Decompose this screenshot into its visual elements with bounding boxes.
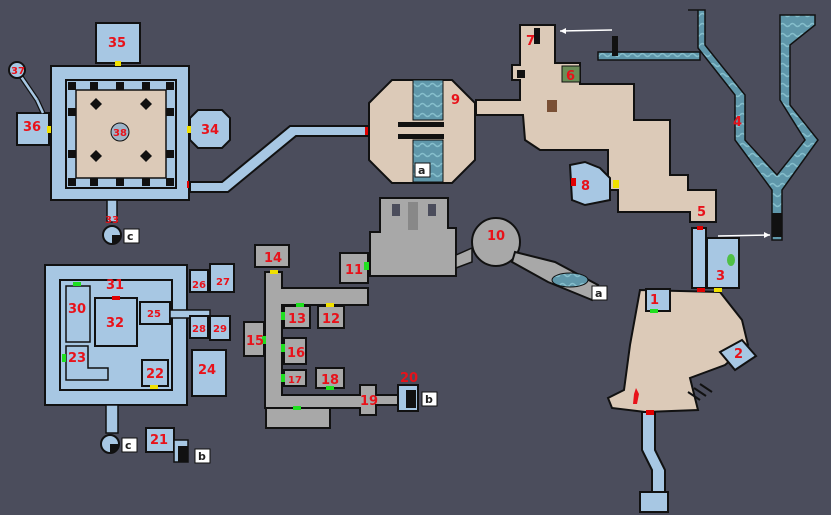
room-37-label: 37 bbox=[11, 66, 25, 77]
room-14-label: 14 bbox=[264, 251, 282, 266]
marker-a-east: a bbox=[595, 287, 602, 300]
room-19-label: 19 bbox=[360, 394, 378, 409]
room-16-label: 16 bbox=[287, 346, 305, 361]
south-west-temple bbox=[44, 263, 235, 463]
room-22-label: 22 bbox=[146, 367, 164, 382]
room-15-label: 15 bbox=[246, 334, 264, 349]
room-1-label: 1 bbox=[650, 293, 659, 308]
room-32-label: 32 bbox=[106, 316, 124, 331]
room-17-label: 17 bbox=[288, 375, 302, 386]
connector-markers: a a b b c c bbox=[121, 162, 608, 464]
gray-complex bbox=[243, 197, 600, 429]
room-35-label: 35 bbox=[108, 36, 126, 51]
marker-a-north: a bbox=[418, 164, 425, 177]
marker-b-west: b bbox=[198, 450, 206, 463]
marker-c-north: c bbox=[127, 230, 134, 243]
room-30-label: 30 bbox=[68, 302, 86, 317]
room-6-label: 6 bbox=[566, 69, 575, 84]
room-labels: 1 2 3 4 5 6 7 8 9 10 11 12 13 14 15 16 1… bbox=[11, 34, 743, 448]
room-10-label: 10 bbox=[487, 229, 505, 244]
room-34-label: 34 bbox=[201, 123, 219, 138]
room-18-label: 18 bbox=[321, 373, 339, 388]
north-cave bbox=[368, 24, 717, 223]
room-36-label: 36 bbox=[23, 120, 41, 135]
water-channels bbox=[597, 9, 819, 241]
room-27-label: 27 bbox=[216, 277, 230, 288]
room-5-label: 5 bbox=[697, 205, 706, 220]
room-13-label: 13 bbox=[288, 312, 306, 327]
room-21-label: 21 bbox=[150, 433, 168, 448]
room-24-label: 24 bbox=[198, 363, 216, 378]
room-31-label: 31 bbox=[106, 278, 124, 293]
room-12-label: 12 bbox=[322, 312, 340, 327]
room-9-label: 9 bbox=[451, 93, 460, 108]
marker-b-center: b bbox=[425, 393, 433, 406]
room-3-label: 3 bbox=[716, 269, 725, 284]
room-7-label: 7 bbox=[526, 34, 535, 49]
room-25-label: 25 bbox=[147, 309, 161, 320]
room-2-label: 2 bbox=[734, 347, 743, 362]
room-28-label: 28 bbox=[192, 324, 206, 335]
room-4-label: 4 bbox=[733, 115, 742, 130]
room-26-label: 26 bbox=[192, 280, 206, 291]
room-8-label: 8 bbox=[581, 179, 590, 194]
marker-c-south: c bbox=[125, 439, 132, 452]
room-33-label: 33 bbox=[105, 215, 119, 226]
room-23-label: 23 bbox=[68, 351, 86, 366]
room-29-label: 29 bbox=[213, 324, 227, 335]
west-temple bbox=[8, 22, 231, 245]
room-38-label: 38 bbox=[113, 128, 127, 139]
south-east-cave bbox=[606, 226, 758, 513]
room-11-label: 11 bbox=[345, 263, 363, 278]
room-20-label: 20 bbox=[400, 371, 418, 386]
